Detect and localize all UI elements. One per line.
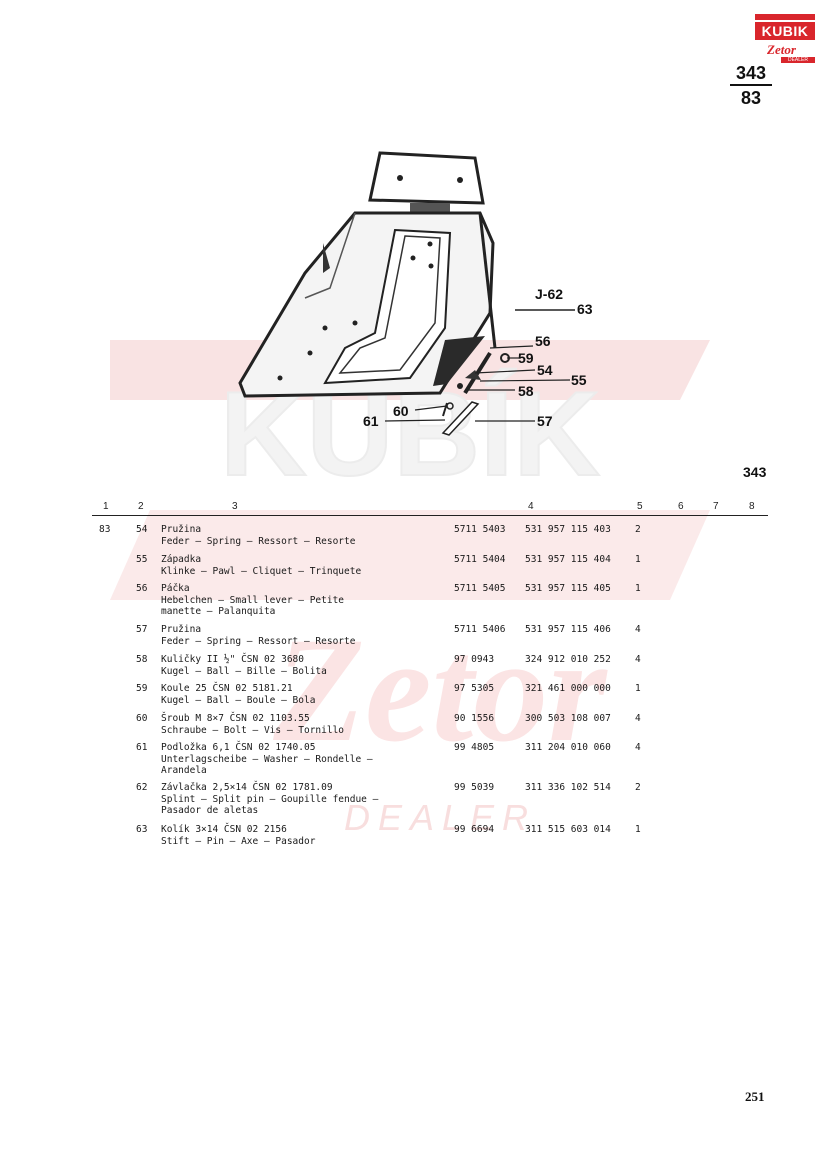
catalog-number: 531 957 115 404 (525, 554, 611, 565)
part-translations: Splint — Split pin — Goupille fendue — (161, 793, 379, 805)
part-code: 99 4805 (454, 742, 495, 753)
column-header: 3 (232, 501, 238, 512)
callout-label: 54 (537, 362, 553, 378)
part-code: 99 6694 (454, 824, 495, 835)
callout-label: 59 (518, 350, 534, 366)
callout-label: 58 (518, 383, 534, 399)
position-number: 59 (136, 683, 148, 694)
column-header: 1 (103, 501, 109, 512)
watermark-line3: DEALER (344, 797, 536, 838)
part-name: Pružina (161, 524, 202, 535)
part-name: Západka (161, 554, 202, 565)
catalog-number: 311 336 102 514 (525, 782, 611, 793)
column-header: 7 (713, 501, 719, 512)
seat-exploded-drawing: J-62 63 56 59 54 55 58 60 61 57 (238, 151, 593, 436)
part-code: 97 0943 (454, 654, 495, 665)
part-translations: Feder — Spring — Ressort — Resorte (161, 635, 356, 647)
catalog-number: 311 515 603 014 (525, 824, 611, 835)
group-number: 83 (99, 524, 111, 535)
watermark-line2: Zetor (272, 607, 608, 773)
part-code: 97 5305 (454, 683, 495, 694)
quantity: 4 (635, 713, 641, 724)
quantity: 1 (635, 683, 641, 694)
catalog-number: 324 912 010 252 (525, 654, 611, 665)
callout-label: 56 (535, 333, 551, 349)
part-code: 99 5039 (454, 782, 495, 793)
part-translations: Klinke — Pawl — Cliquet — Trinquete (161, 565, 362, 577)
part-name: Kuličky II ½" ČSN 02 3680 (161, 654, 304, 665)
quantity: 1 (635, 554, 641, 565)
quantity: 2 (635, 524, 641, 535)
part-translations: Kugel — Ball — Bille — Bolita (161, 665, 327, 677)
position-number: 57 (136, 624, 148, 635)
column-header: 6 (678, 501, 684, 512)
part-translations: Pasador de aletas (161, 805, 259, 816)
column-header: 5 (637, 501, 643, 512)
header-rule (92, 515, 768, 516)
quantity: 1 (635, 583, 641, 594)
position-number: 58 (136, 654, 148, 665)
position-number: 61 (136, 742, 148, 753)
column-header: 8 (749, 501, 755, 512)
quantity: 4 (635, 742, 641, 753)
callout-label: 61 (363, 413, 379, 429)
position-number: 54 (136, 524, 148, 535)
part-translations: Stift — Pin — Axe — Pasador (161, 835, 316, 847)
part-code: 5711 5403 (454, 524, 506, 535)
column-header: 4 (528, 501, 534, 512)
callout-label: 55 (571, 372, 587, 388)
catalog-number: 531 957 115 403 (525, 524, 611, 535)
catalog-number: 321 461 000 000 (525, 683, 611, 694)
part-code: 5711 5404 (454, 554, 506, 565)
quantity: 4 (635, 624, 641, 635)
callout-label: 60 (393, 403, 409, 419)
quantity: 4 (635, 654, 641, 665)
watermark-line1: KUBÍK (220, 367, 600, 501)
callout-label: 57 (537, 413, 553, 429)
part-name: Podložka 6,1 ČSN 02 1740.05 (161, 742, 316, 753)
dealer-watermark: KUBÍK Zetor DEALER (110, 340, 710, 838)
position-number: 63 (136, 824, 148, 835)
fraction-denominator: 83 (740, 88, 762, 108)
part-name: Kolík 3×14 ČSN 02 2156 (161, 824, 287, 835)
plate-number: 343 (743, 464, 767, 480)
part-name: Koule 25 ČSN 02 5181.21 (161, 683, 293, 694)
position-number: 62 (136, 782, 148, 793)
part-translations: Kugel — Ball — Boule — Bola (161, 694, 316, 706)
quantity: 2 (635, 782, 641, 793)
catalog-number: 311 204 010 060 (525, 742, 611, 753)
callout-label: 63 (577, 301, 593, 317)
part-code: 5711 5405 (454, 583, 506, 594)
part-translations: Arandela (161, 765, 207, 776)
callout-label: J-62 (535, 286, 563, 302)
fraction-numerator: 343 (730, 62, 772, 86)
part-name: Závlačka 2,5×14 ČSN 02 1781.09 (161, 782, 333, 793)
part-translations: Unterlagscheibe — Washer — Rondelle — (161, 753, 373, 765)
position-number: 60 (136, 713, 148, 724)
part-code: 5711 5406 (454, 624, 506, 635)
catalog-number: 300 503 108 007 (525, 713, 611, 724)
quantity: 1 (635, 824, 641, 835)
part-name: Pružina (161, 624, 202, 635)
part-translations: Hebelchen — Small lever — Petite (161, 594, 345, 606)
position-number: 55 (136, 554, 148, 565)
column-header: 2 (138, 501, 144, 512)
kubik-zetor-logo: KUBIK Zetor DEALER (755, 14, 815, 66)
part-translations: manette — Palanquita (161, 606, 276, 617)
position-number: 56 (136, 583, 148, 594)
plate-fraction: 343 83 (730, 62, 772, 110)
part-translations: Schraube — Bolt — Vis — Tornillo (161, 724, 345, 736)
part-translations: Feder — Spring — Ressort — Resorte (161, 535, 356, 547)
part-name: Páčka (161, 583, 190, 594)
part-code: 90 1556 (454, 713, 495, 724)
page-number: 251 (745, 1089, 765, 1104)
catalog-number: 531 957 115 405 (525, 583, 611, 594)
part-name: Šroub M 8×7 ČSN 02 1103.55 (161, 713, 310, 724)
catalog-number: 531 957 115 406 (525, 624, 611, 635)
